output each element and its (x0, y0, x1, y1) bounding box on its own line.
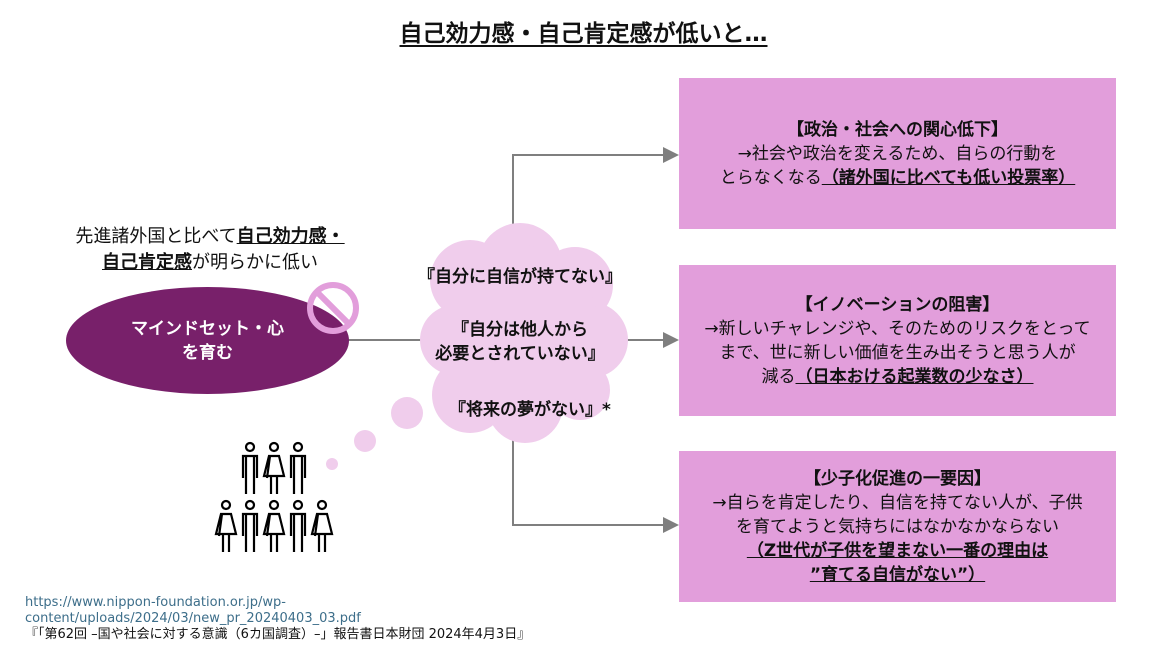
source-link[interactable]: https://www.nippon-foundation.or.jp/wp-c… (25, 595, 361, 626)
thought-1: 『自分に自信が持てない』 (418, 267, 622, 287)
thought-3: 『将来の夢がない』* (449, 400, 611, 420)
thought-bubble-small (326, 458, 338, 470)
ellipse-line1: マインドセット・心 (131, 318, 284, 339)
people-icon (214, 441, 334, 554)
thought-2: 『自分は他人から必要とされていない』 (435, 320, 605, 364)
box-birthrate: 【少子化促進の一要因】 →自らを肯定したり、自信を持てない人が、子供 を育てよう… (679, 451, 1116, 602)
thought-cloud (326, 223, 628, 470)
prohibited-icon (307, 282, 359, 334)
ellipse-line2: を育む (182, 342, 233, 363)
title-text: 自己効力感・自己肯定感が低いと… (399, 21, 768, 47)
source: https://www.nippon-foundation.or.jp/wp-c… (25, 595, 530, 643)
page-title: 自己効力感・自己肯定感が低いと… (0, 14, 1167, 48)
box-innovation: 【イノベーションの阻害】 →新しいチャレンジや、そのためのリスクをとって まで、… (679, 265, 1116, 416)
mindset-ellipse: マインドセット・心 を育む (66, 287, 349, 394)
thought-bubble-large (391, 397, 423, 429)
box-politics: 【政治・社会への関心低下】 →社会や政治を変えるため、自らの行動を とらなくなる… (679, 78, 1116, 229)
lead-text: 先進諸外国と比べて自己効力感・自己肯定感が明らかに低い (75, 226, 345, 273)
source-citation: 『「第62回 –国や社会に対する意識（6カ国調査）–」報告書日本財団 2024年… (25, 627, 531, 642)
thought-bubble-medium (354, 430, 376, 452)
